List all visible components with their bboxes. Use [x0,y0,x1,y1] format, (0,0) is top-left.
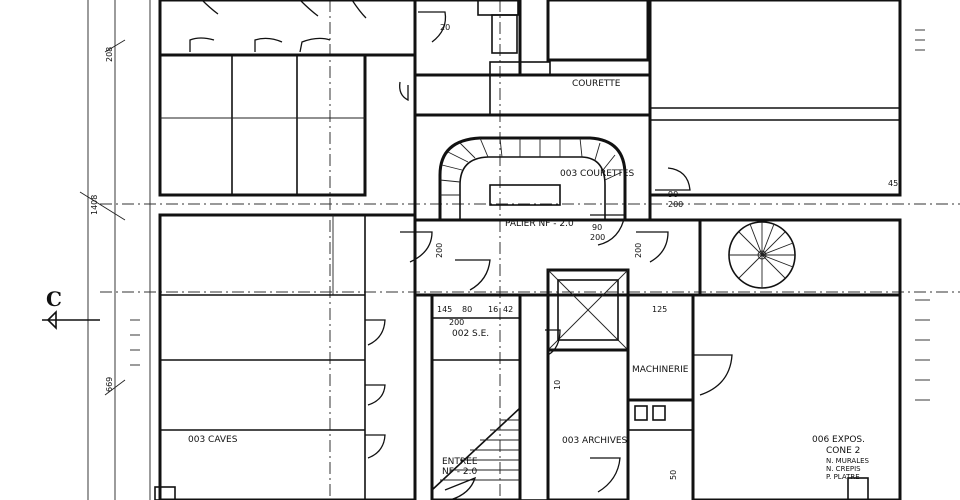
dim-208: 208 [105,47,114,62]
label-courette: COURETTE [572,79,621,89]
dim-80-se: 80 [462,305,472,314]
dim-10: 10 [553,380,562,390]
dim-16: 16 [488,305,498,314]
label-caves: 003 CAVES [188,435,238,445]
walls [154,0,902,500]
dim-50: 50 [669,470,678,480]
dim-20: 20 [440,23,450,32]
dim-1408: 1408 [90,195,99,215]
dim-42: 42 [503,305,513,314]
section-marker-label: C [46,287,62,311]
label-courettes: 003 COURETTES [560,169,634,179]
label-machinerie: MACHINERIE [632,365,689,375]
dimension-labels: 1408 208 669 200 200 200 200 200 90 90 8… [90,23,898,480]
label-expos-platre: P. PLATRE [826,473,860,481]
label-expos: 006 EXPOS. [812,435,865,445]
label-expos-murales: N. MURALES [826,457,870,465]
dim-200-corridor: 200 [668,200,683,209]
label-se: 002 S.E. [452,329,489,339]
label-entree-nf: NF - 2.0 [442,467,477,477]
dim-200-palier-left: 200 [435,243,444,258]
label-expos-crepis: N. CREPIS [826,465,861,473]
dim-200-stair: 200 [590,233,605,242]
curved-stair [439,137,623,196]
dim-90-corridor: 90 [668,190,678,199]
dim-125: 125 [652,305,667,314]
dim-200-se: 200 [449,318,464,327]
label-archives: 003 ARCHIVES [562,436,628,446]
dim-669: 669 [105,377,114,392]
label-palier: PALIER NF - 2.0 [505,219,574,229]
right-wall-hatching [130,29,930,401]
dim-45: 45 [888,179,898,188]
axis-lines [100,0,960,500]
spiral-stair [728,221,796,289]
door-swings [189,0,733,500]
left-dimension-lines [79,0,151,500]
room-labels: COURETTE 003 COURETTES PALIER NF - 2.0 0… [188,79,870,481]
dim-200-palier-right: 200 [634,243,643,258]
label-entree: ENTREE [442,457,478,467]
dim-145: 145 [437,305,452,314]
label-expos-zone: CONE 2 [826,446,860,456]
section-marker: C [42,287,100,330]
entree-stair [431,359,521,491]
dim-90-stair: 90 [592,223,602,232]
